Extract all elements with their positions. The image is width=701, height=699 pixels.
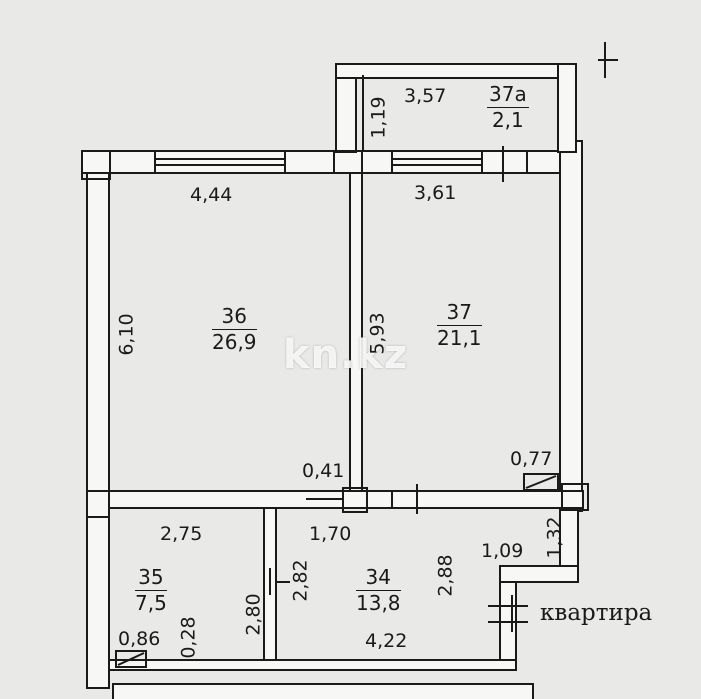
wall-bottom-outer xyxy=(112,683,534,699)
room-34-label: 34 13,8 xyxy=(356,566,401,615)
room-area: 26,9 xyxy=(212,330,257,354)
room-number: 35 xyxy=(135,566,167,591)
dimension-label: 1,70 xyxy=(309,523,352,545)
dimension-label: 2,82 xyxy=(289,559,312,602)
room-37a-label: 37a 2,1 xyxy=(487,83,529,132)
wall-top xyxy=(81,150,581,174)
dimension-label: 0,77 xyxy=(510,448,553,470)
room-number: 34 xyxy=(356,566,401,591)
dimension-label: 4,22 xyxy=(365,630,408,652)
dimension-label: 0,41 xyxy=(302,460,345,482)
wall-bottom xyxy=(108,659,517,671)
dimension-label: 1,32 xyxy=(543,516,566,559)
dimension-label: 2,80 xyxy=(242,593,265,636)
room-area: 7,5 xyxy=(135,591,167,615)
wall-balcony-right xyxy=(557,63,577,153)
dimension-label: 0,86 xyxy=(118,628,161,650)
room-37-label: 37 21,1 xyxy=(437,301,482,350)
wall-left xyxy=(86,172,110,689)
dimension-label: 3,61 xyxy=(414,182,457,204)
dimension-label: 5,93 xyxy=(366,312,389,355)
room-number: 37 xyxy=(437,301,482,326)
wall-right-34-lower xyxy=(499,581,517,668)
room-area: 13,8 xyxy=(356,591,401,615)
room-36-label: 36 26,9 xyxy=(212,305,257,354)
room-number: 37a xyxy=(487,82,529,108)
wall-jog-34 xyxy=(499,565,579,583)
dimension-label: 0,28 xyxy=(177,616,200,659)
dimension-label: 2,88 xyxy=(434,554,457,597)
wall-middle xyxy=(108,490,584,509)
dimension-label: 6,10 xyxy=(115,313,138,356)
dimension-label: 4,44 xyxy=(190,184,233,206)
dimension-label: 1,09 xyxy=(481,540,524,562)
room-area: 2,1 xyxy=(491,108,524,132)
room-number: 36 xyxy=(212,305,257,330)
watermark: kn.kz xyxy=(283,332,409,378)
room-35-label: 35 7,5 xyxy=(135,566,167,615)
wall-right-37 xyxy=(559,140,583,512)
dimension-label: 1,19 xyxy=(367,96,390,139)
dimension-label: 2,75 xyxy=(160,523,203,545)
apartment-label: квартира xyxy=(540,600,653,626)
wall-balcony-top xyxy=(335,63,577,79)
dimension-label: 3,57 xyxy=(404,85,447,107)
room-area: 21,1 xyxy=(437,326,482,350)
